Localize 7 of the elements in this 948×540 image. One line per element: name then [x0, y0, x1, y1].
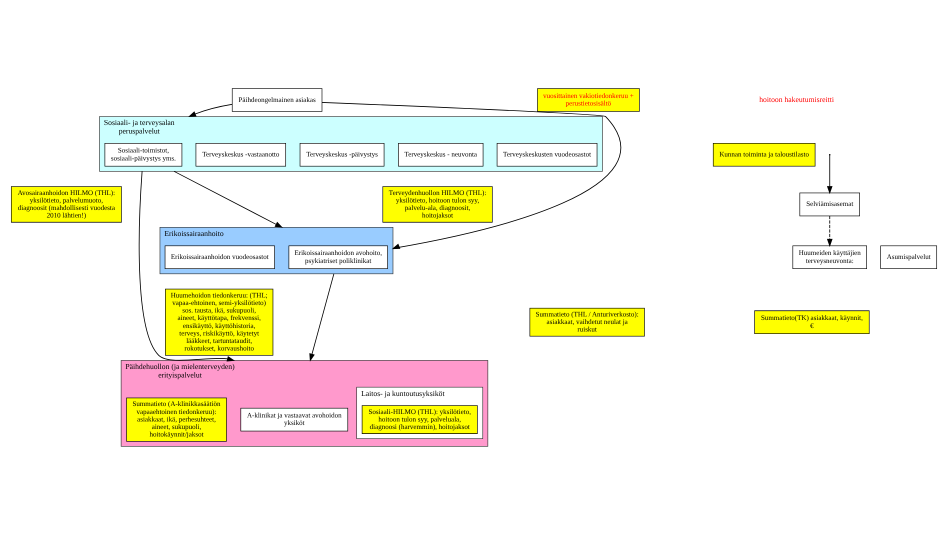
arrow	[322, 102, 622, 250]
arrow	[188, 104, 233, 118]
arrow	[174, 170, 283, 228]
arrow	[826, 216, 833, 247]
arrow	[138, 170, 236, 362]
arrow	[826, 155, 833, 194]
arrow	[309, 273, 334, 362]
